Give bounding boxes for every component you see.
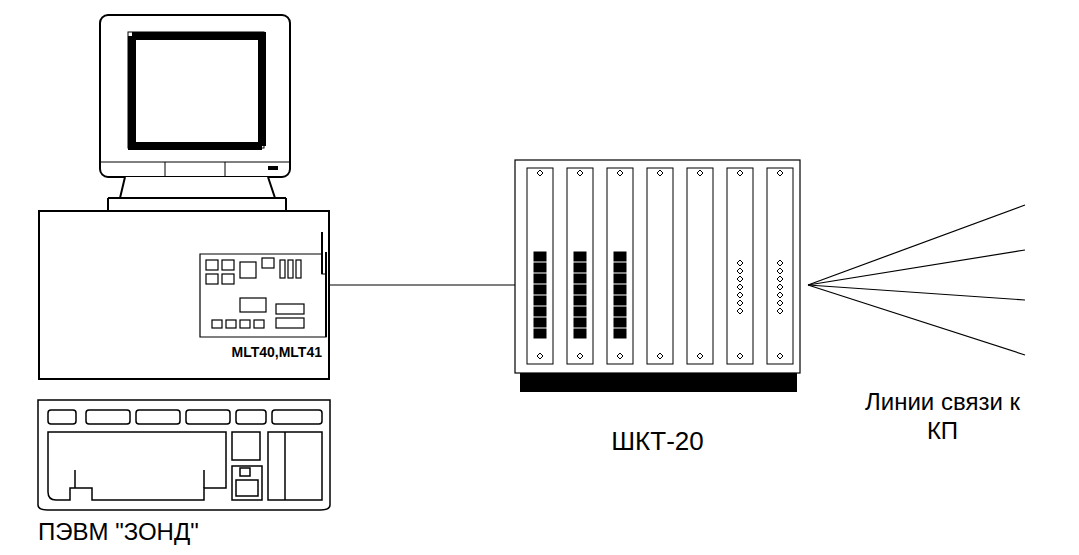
- rack-label: ШКТ-20: [611, 426, 703, 457]
- communication-lines: [808, 205, 1025, 355]
- monitor: [100, 15, 290, 210]
- rack-slots: [515, 160, 800, 392]
- computer-label: ПЭВМ "ЗОНД": [38, 518, 338, 547]
- keyboard: [38, 400, 330, 510]
- rack-base: [520, 373, 797, 392]
- lines-label: Линии связи к КП: [850, 388, 1035, 446]
- card-label: MLT40,MLT41: [232, 344, 323, 360]
- cable: [330, 284, 515, 285]
- rack-cabinet: ШКТ-20: [515, 160, 800, 392]
- system-unit: MLT40,MLT41: [38, 210, 330, 380]
